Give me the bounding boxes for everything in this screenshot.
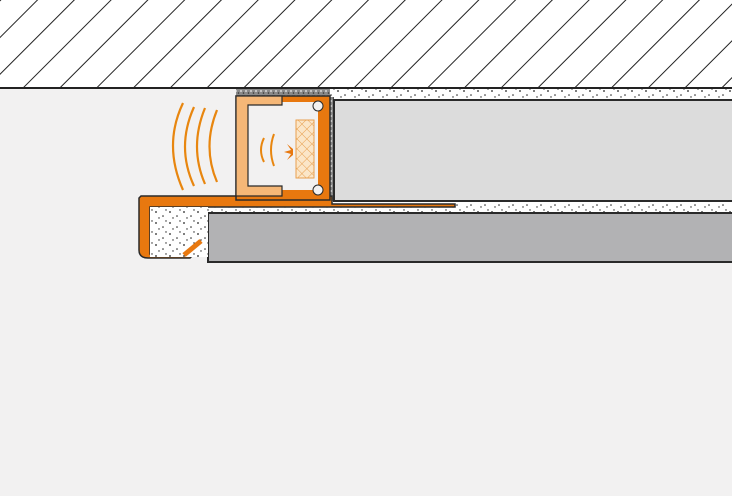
upper-tile — [333, 99, 732, 202]
led-channel-profile — [235, 95, 331, 201]
light-waves-inner — [260, 133, 275, 167]
edge-profile — [138, 195, 456, 259]
adhesive-dots-upper — [330, 89, 732, 100]
led-strip — [295, 119, 315, 179]
ceiling-substrate — [0, 0, 732, 89]
adhesive-dots-lower — [208, 202, 732, 213]
led-light-burst-icon — [284, 144, 293, 160]
grit-layer-top — [236, 89, 330, 97]
lower-tile — [207, 212, 732, 263]
light-waves-outer — [171, 102, 219, 191]
